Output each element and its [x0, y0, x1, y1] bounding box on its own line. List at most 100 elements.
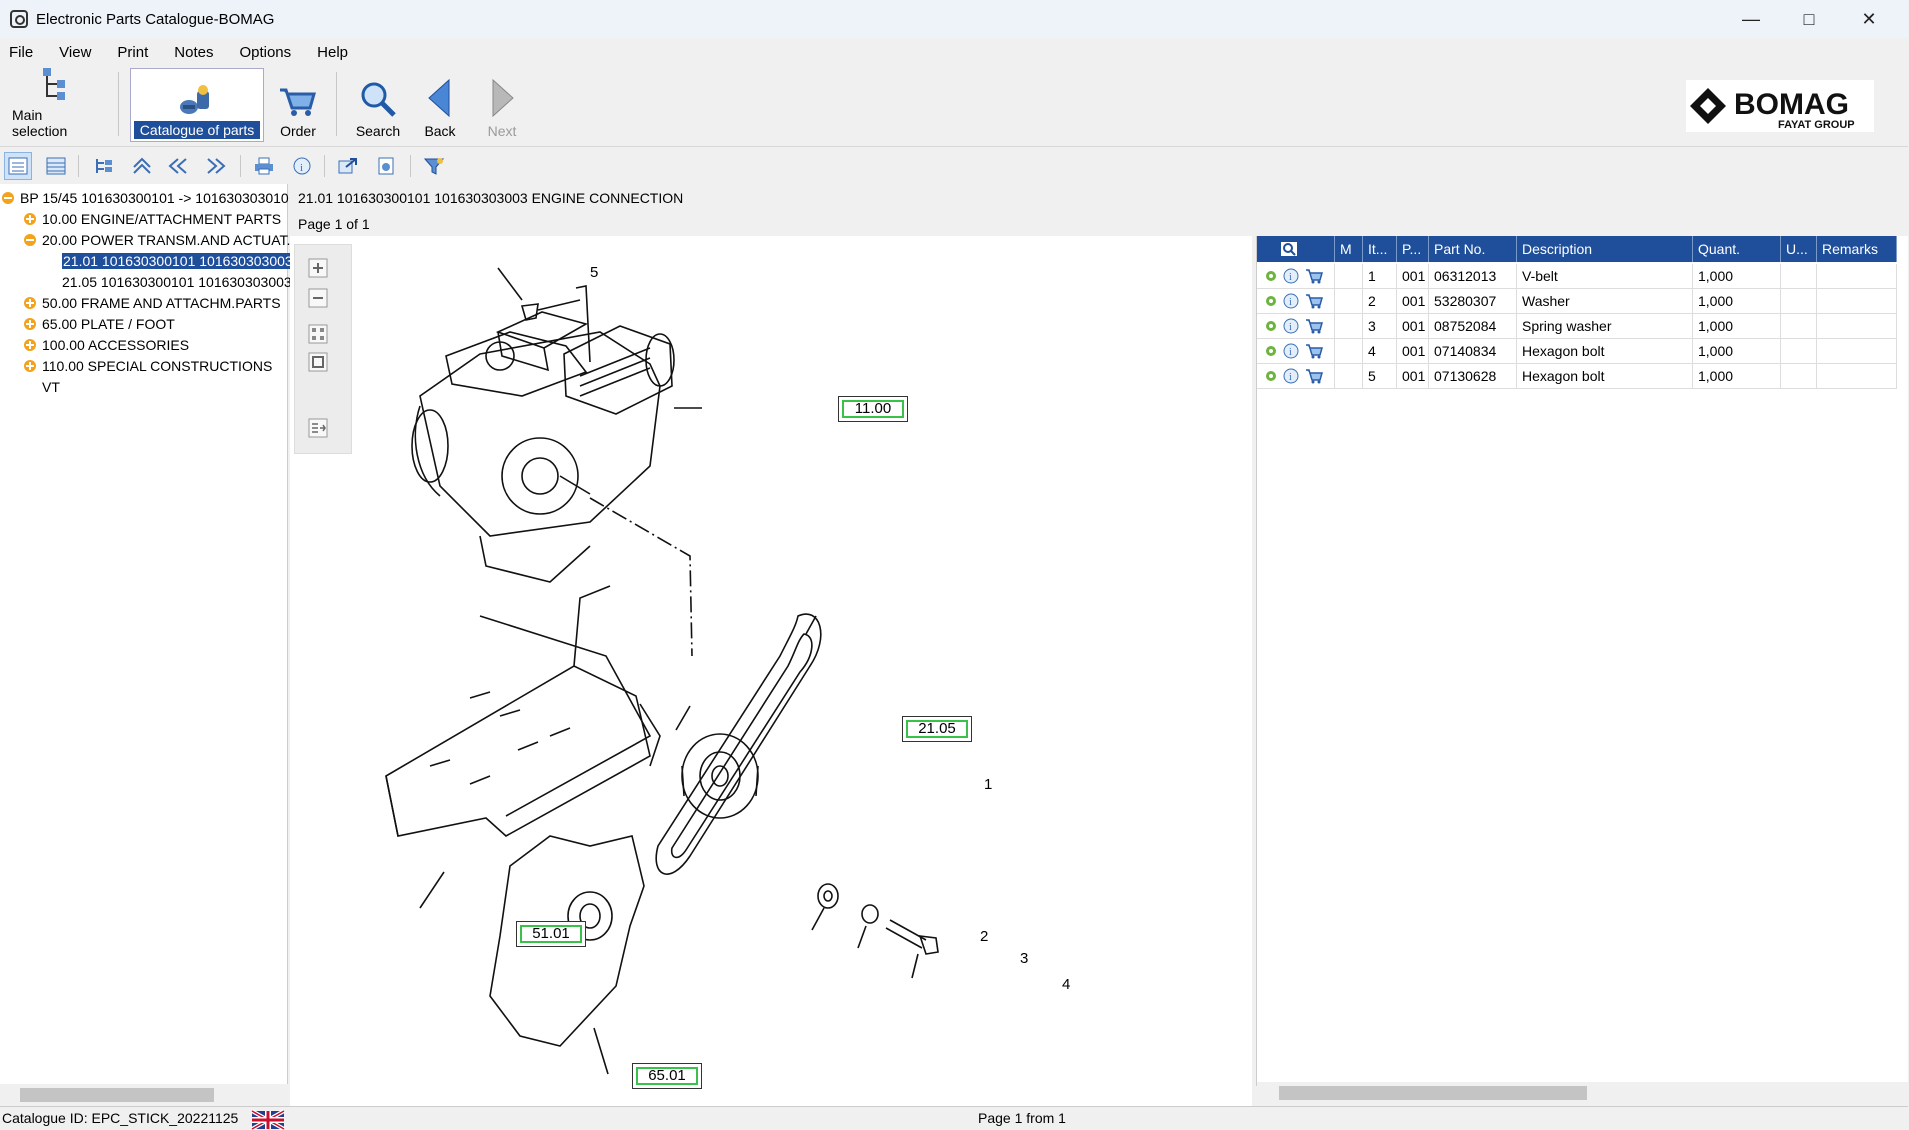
parts-horizontal-scrollbar[interactable]	[1257, 1082, 1909, 1102]
tree-item-110-00[interactable]: 110.00 SPECIAL CONSTRUCTIONS	[24, 356, 272, 376]
tree-item-21-05[interactable]: 21.05 101630300101 101630303003	[62, 272, 292, 292]
split-view-icon[interactable]	[307, 417, 329, 439]
column-header-description[interactable]: Description	[1517, 236, 1693, 262]
order-button[interactable]: Order	[272, 68, 324, 142]
zoom-out-icon[interactable]	[307, 287, 329, 309]
uk-flag-icon[interactable]	[251, 1109, 285, 1130]
menu-options[interactable]: Options	[239, 43, 292, 61]
column-header-m[interactable]: M	[1335, 236, 1363, 262]
add-to-cart-icon[interactable]	[1305, 343, 1323, 359]
previous-page-icon[interactable]	[164, 152, 192, 180]
toolbar-divider	[324, 155, 325, 177]
table-view-icon[interactable]	[42, 152, 70, 180]
export-icon[interactable]	[334, 152, 362, 180]
tree-root[interactable]: BP 15/45 101630300101 -> 101630303010	[2, 188, 289, 208]
tree-item-21-01[interactable]: 21.01 101630300101 101630303003	[62, 251, 294, 271]
cell-unit	[1781, 264, 1817, 289]
cell-description: V-belt	[1517, 264, 1693, 289]
info-icon[interactable]: i	[1283, 368, 1299, 384]
menu-view[interactable]: View	[59, 43, 92, 61]
level-up-icon[interactable]	[128, 152, 156, 180]
tree-item-20-00[interactable]: 20.00 POWER TRANSM.AND ACTUAT.	[24, 230, 290, 250]
expand-icon[interactable]	[24, 360, 36, 372]
catalogue-of-parts-button[interactable]: Catalogue of parts	[130, 68, 264, 142]
filter-icon[interactable]	[420, 152, 448, 180]
expand-icon[interactable]	[24, 213, 36, 225]
tree-item-100-00[interactable]: 100.00 ACCESSORIES	[24, 335, 189, 355]
tree-item-label-selected: 21.01 101630300101 101630303003	[62, 253, 294, 269]
scrollbar-thumb[interactable]	[20, 1088, 214, 1102]
column-header-item[interactable]: It...	[1363, 236, 1397, 262]
next-button[interactable]: Next	[478, 68, 526, 142]
menu-print[interactable]: Print	[117, 43, 149, 61]
document-info-icon[interactable]	[372, 152, 400, 180]
cell-quantity: 1,000	[1693, 339, 1781, 364]
expand-icon[interactable]	[24, 297, 36, 309]
add-to-cart-icon[interactable]	[1305, 293, 1323, 309]
cell-pos: 001	[1397, 314, 1429, 339]
cell-m	[1335, 289, 1363, 314]
details-icon[interactable]	[1263, 268, 1279, 284]
secondary-toolbar: i	[0, 146, 1908, 184]
column-header-pos[interactable]: P...	[1397, 236, 1429, 262]
actual-size-icon[interactable]	[307, 351, 329, 373]
column-header-remarks[interactable]: Remarks	[1817, 236, 1897, 262]
details-icon[interactable]	[1263, 368, 1279, 384]
info-icon[interactable]: i	[1283, 293, 1299, 309]
back-button[interactable]: Back	[416, 68, 464, 142]
drawing-callout-link[interactable]: 11.00	[838, 396, 908, 422]
exploded-view-drawing[interactable]: 5 1 2 3 4	[290, 236, 1252, 1106]
maximize-button[interactable]: □	[1803, 8, 1815, 29]
menu-file[interactable]: File	[9, 43, 34, 61]
page-status: Page 1 from 1	[978, 1110, 1066, 1126]
column-header-part-no[interactable]: Part No.	[1429, 236, 1517, 262]
navigation-tree: BP 15/45 101630300101 -> 101630303010 10…	[0, 184, 294, 1104]
menu-help[interactable]: Help	[317, 43, 349, 61]
info-icon[interactable]: i	[1283, 268, 1299, 284]
info-icon[interactable]: i	[1283, 318, 1299, 334]
fit-to-window-icon[interactable]	[307, 323, 329, 345]
close-button[interactable]: ✕	[1861, 8, 1877, 29]
collapse-icon[interactable]	[2, 192, 14, 204]
tree-item-10-00[interactable]: 10.00 ENGINE/ATTACHMENT PARTS	[24, 209, 281, 229]
info-icon[interactable]: i	[288, 152, 316, 180]
column-header-quantity[interactable]: Quant.	[1693, 236, 1781, 262]
tree-item-65-00[interactable]: 65.00 PLATE / FOOT	[24, 314, 175, 334]
search-button[interactable]: Search	[348, 68, 408, 142]
drawing-callout-link[interactable]: 51.01	[516, 921, 586, 947]
details-icon[interactable]	[1263, 318, 1279, 334]
status-bar: Catalogue ID: EPC_STICK_20221125 Page 1 …	[0, 1106, 1908, 1130]
column-header-actions[interactable]	[1257, 236, 1335, 262]
zoom-in-icon[interactable]	[307, 257, 329, 279]
tree-item-50-00[interactable]: 50.00 FRAME AND ATTACHM.PARTS	[24, 293, 281, 313]
drawing-callout-link[interactable]: 65.01	[632, 1063, 702, 1089]
tree-expand-icon[interactable]	[90, 152, 118, 180]
collapse-icon[interactable]	[24, 234, 36, 246]
add-to-cart-icon[interactable]	[1305, 368, 1323, 384]
next-page-icon[interactable]	[202, 152, 230, 180]
details-icon[interactable]	[1263, 343, 1279, 359]
menu-notes[interactable]: Notes	[174, 43, 214, 61]
details-icon[interactable]	[1263, 293, 1279, 309]
expand-icon[interactable]	[24, 318, 36, 330]
tree-horizontal-scrollbar[interactable]	[0, 1084, 288, 1104]
tree-item-vt[interactable]: VT	[42, 377, 60, 397]
column-header-unit[interactable]: U...	[1781, 236, 1817, 262]
main-selection-button[interactable]: Main selection	[6, 68, 106, 142]
minimize-button[interactable]: —	[1742, 8, 1760, 29]
svg-text:FAYAT GROUP: FAYAT GROUP	[1778, 119, 1855, 131]
toolbar-divider	[410, 155, 411, 177]
add-to-cart-icon[interactable]	[1305, 318, 1323, 334]
expand-icon[interactable]	[24, 339, 36, 351]
list-view-icon[interactable]	[4, 152, 32, 180]
printer-icon[interactable]	[250, 152, 278, 180]
add-to-cart-icon[interactable]	[1305, 268, 1323, 284]
info-icon[interactable]: i	[1283, 343, 1299, 359]
scrollbar-thumb[interactable]	[1279, 1086, 1587, 1100]
drawing-callout-link[interactable]: 21.05	[902, 716, 972, 742]
